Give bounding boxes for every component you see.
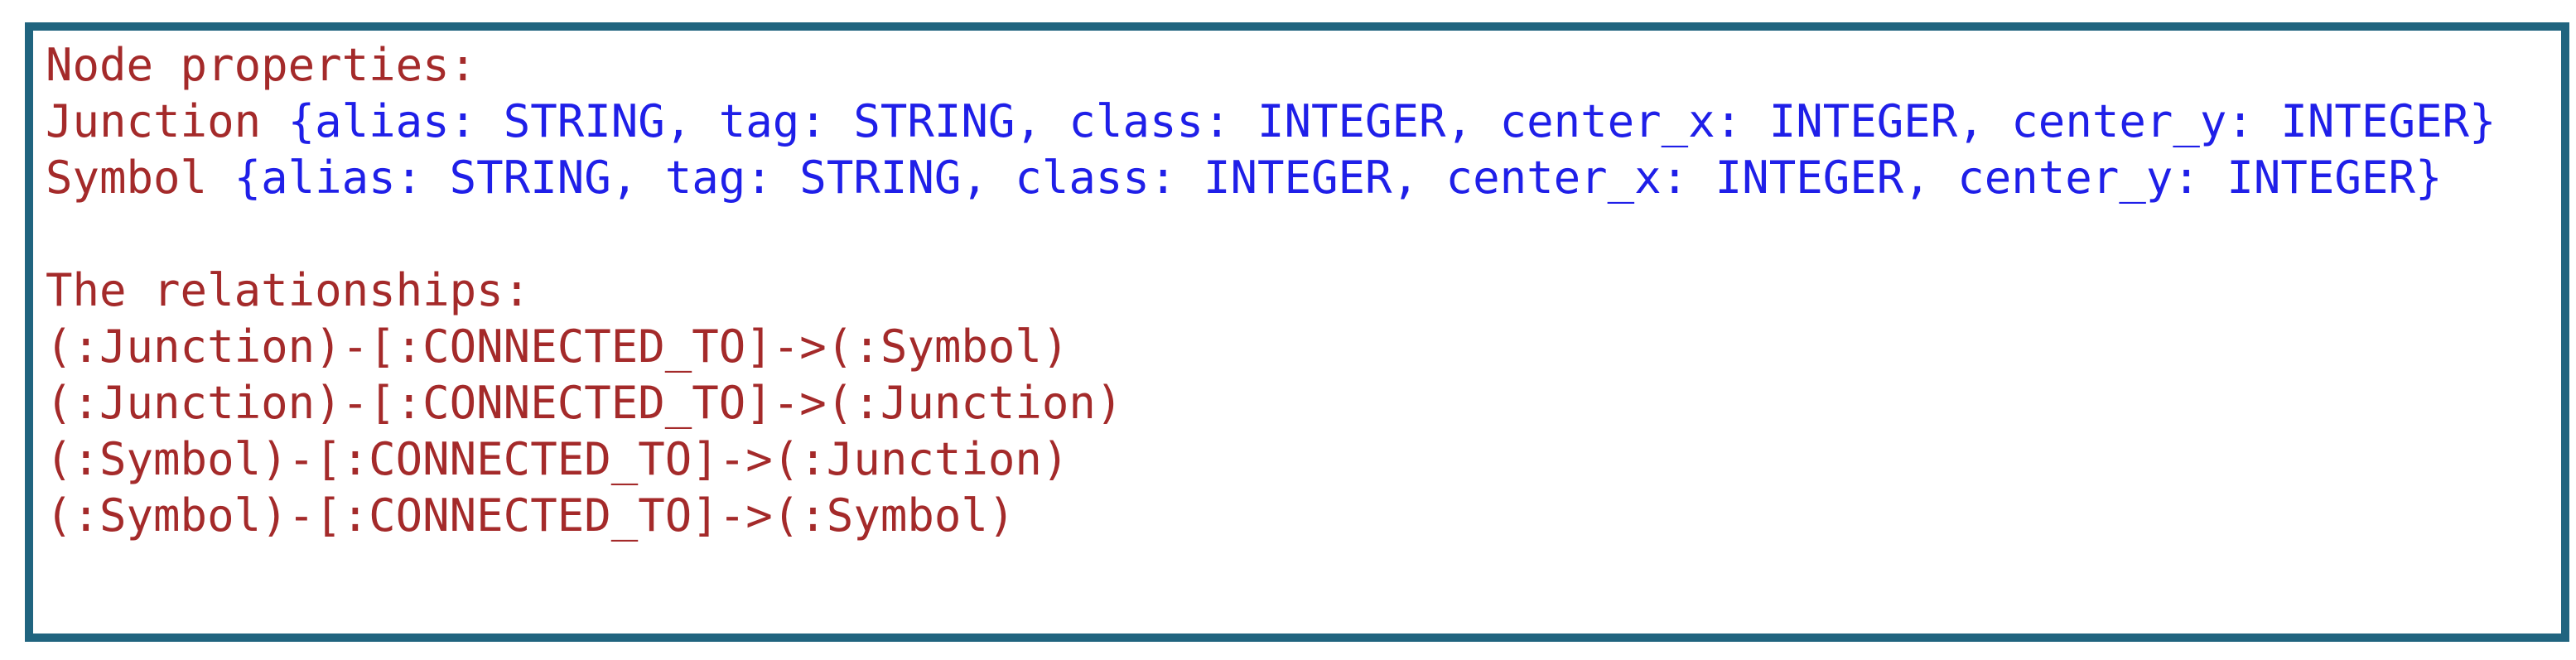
code-line-relationship: (:Symbol)-[:CONNECTED_TO]->(:Symbol) — [46, 488, 2545, 544]
code-segment-node-label: Junction — [46, 95, 288, 147]
code-segment-property-map: {alias: STRING, tag: STRING, class: INTE… — [287, 95, 2496, 147]
code-segment-relationship: (:Junction)-[:CONNECTED_TO]->(:Junction) — [46, 377, 1123, 429]
code-segment-relationship: (:Symbol)-[:CONNECTED_TO]->(:Symbol) — [46, 489, 1015, 542]
code-line-node-properties-header: Node properties: — [46, 37, 2545, 94]
code-segment: The relationships: — [46, 264, 531, 316]
code-line-relationship: (:Symbol)-[:CONNECTED_TO]->(:Junction) — [46, 431, 2545, 488]
code-segment-property-map: {alias: STRING, tag: STRING, class: INTE… — [234, 152, 2443, 204]
code-line-symbol-properties: Symbol {alias: STRING, tag: STRING, clas… — [46, 150, 2545, 206]
code-segment: Node properties: — [46, 39, 477, 91]
code-segment-relationship: (:Junction)-[:CONNECTED_TO]->(:Symbol) — [46, 320, 1069, 373]
code-line-relationship: (:Junction)-[:CONNECTED_TO]->(:Junction) — [46, 375, 2545, 431]
code-text: Node properties: Junction {alias: STRING… — [46, 37, 2545, 544]
code-line-junction-properties: Junction {alias: STRING, tag: STRING, cl… — [46, 94, 2545, 150]
code-segment-node-label: Symbol — [46, 152, 234, 204]
schema-code-block: Node properties: Junction {alias: STRING… — [25, 22, 2569, 642]
code-segment-relationship: (:Symbol)-[:CONNECTED_TO]->(:Junction) — [46, 433, 1069, 485]
code-line-blank — [46, 206, 2545, 263]
code-line-relationship: (:Junction)-[:CONNECTED_TO]->(:Symbol) — [46, 319, 2545, 375]
code-line-relationships-header: The relationships: — [46, 263, 2545, 319]
